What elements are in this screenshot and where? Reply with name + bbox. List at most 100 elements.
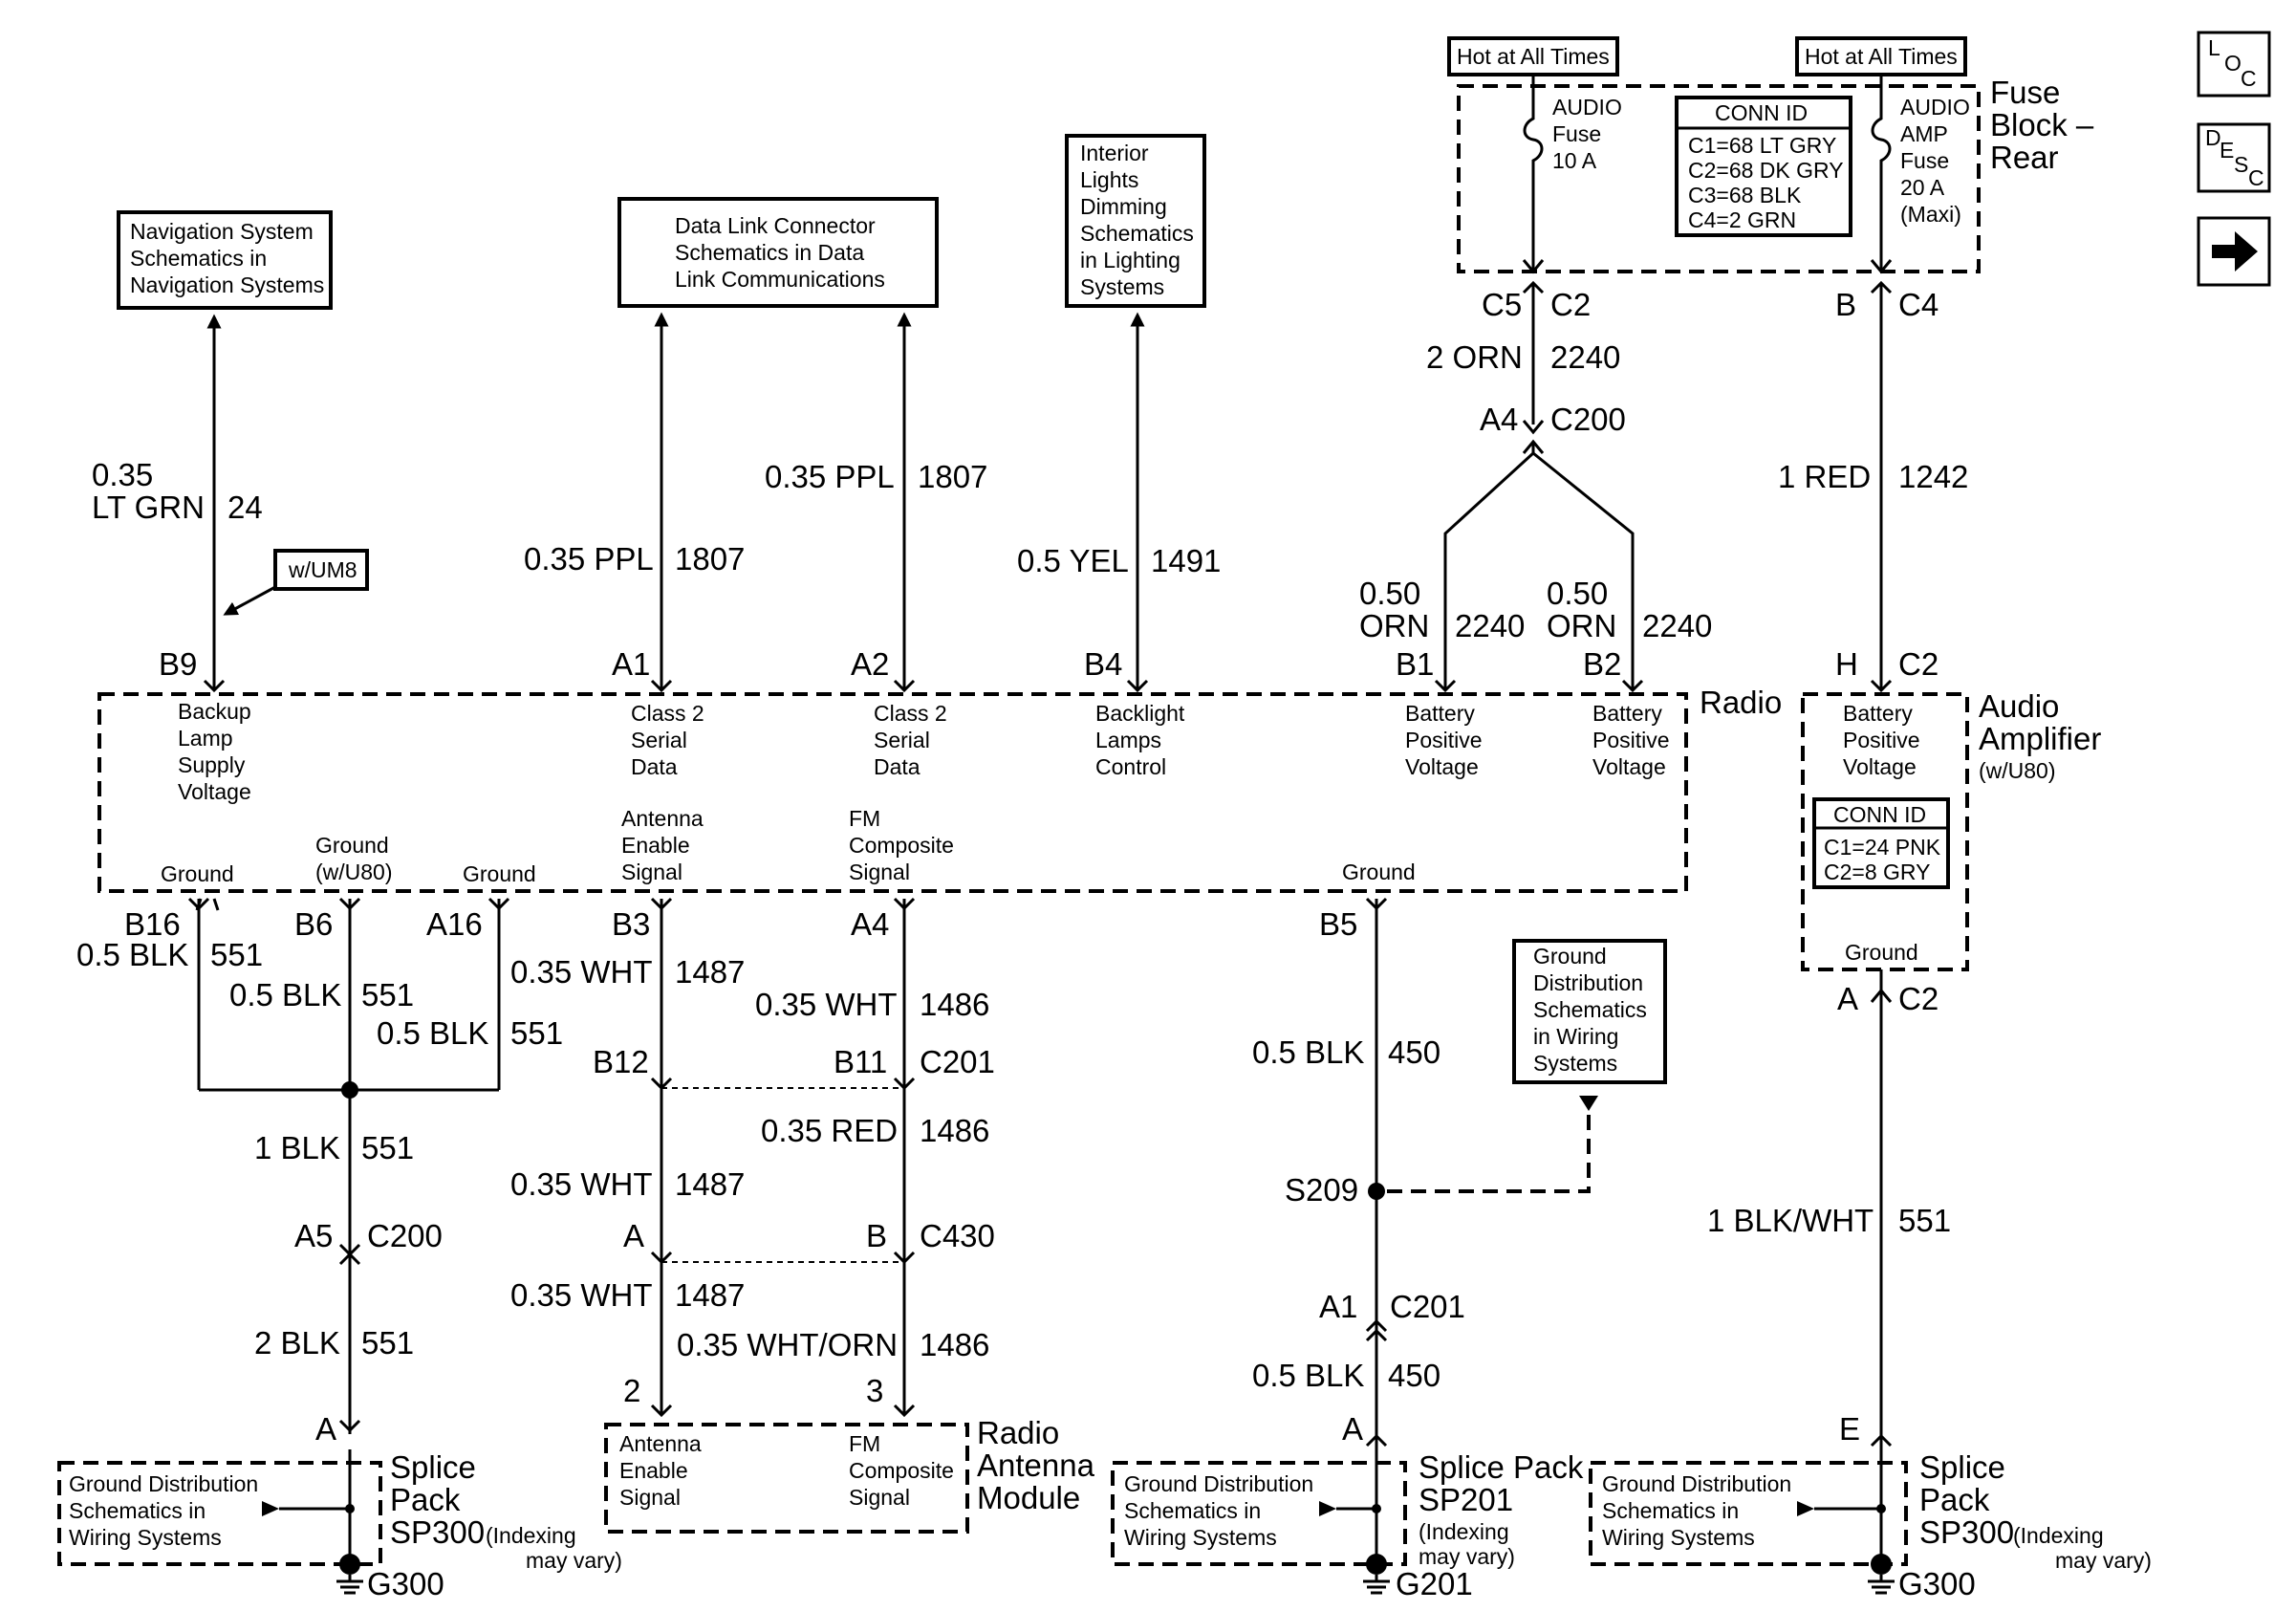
circuit-number: 1487 bbox=[675, 1166, 745, 1202]
pin-desc: Voltage bbox=[1405, 754, 1479, 779]
wire-color: ORN bbox=[1359, 608, 1429, 643]
circuit-number: 450 bbox=[1388, 1034, 1440, 1070]
circuit-number: 551 bbox=[361, 1130, 414, 1165]
circuit-number: 2240 bbox=[1455, 608, 1525, 643]
next-page-button[interactable] bbox=[2197, 216, 2271, 287]
pin-b5: B5 bbox=[1319, 906, 1357, 942]
pin-a1: A1 bbox=[1319, 1289, 1357, 1324]
lighting-ref-line: in Lighting bbox=[1080, 248, 1180, 272]
fuse-conn-row: C3=68 BLK bbox=[1688, 183, 1802, 207]
connector-c4: C4 bbox=[1898, 287, 1939, 322]
splice-note: may vary) bbox=[2055, 1548, 2152, 1573]
audio-fuse-label: AUDIO bbox=[1552, 95, 1622, 120]
pin-b: B bbox=[1835, 287, 1856, 322]
circuit-number: 551 bbox=[510, 1015, 563, 1051]
wire-gauge: 0.50 bbox=[1547, 576, 1608, 611]
ground-g300: G300 bbox=[367, 1566, 444, 1601]
wum8-label: w/UM8 bbox=[288, 557, 357, 582]
pin-desc: Backlight bbox=[1095, 701, 1185, 726]
navigation-ref-line: Navigation System bbox=[130, 219, 314, 244]
lighting-ref-line: Systems bbox=[1080, 274, 1164, 299]
pin-a: A bbox=[1837, 981, 1858, 1016]
pin-a4: A4 bbox=[851, 906, 889, 942]
wire-color: 0.35 PPL bbox=[524, 541, 654, 577]
s209-splice-junction bbox=[1368, 1183, 1385, 1200]
circuit-number: 551 bbox=[1898, 1203, 1951, 1238]
audio-fuse-label: 10 A bbox=[1552, 148, 1597, 173]
pin-desc: Positive bbox=[1843, 728, 1920, 752]
wire-color: 1 BLK bbox=[254, 1130, 340, 1165]
antenna-module-label: Radio bbox=[977, 1415, 1059, 1450]
pin-desc: Battery bbox=[1405, 701, 1475, 726]
ground-terminal bbox=[339, 1554, 360, 1575]
amp-conn-row: C1=24 PNK bbox=[1824, 835, 1941, 860]
pin-desc: Lamps bbox=[1095, 728, 1161, 752]
fuse-conn-id-title: CONN ID bbox=[1715, 100, 1808, 125]
desc-letter-e: E bbox=[2220, 138, 2234, 163]
wire-color: 0.35 WHT/ORN bbox=[677, 1327, 898, 1362]
lighting-reference-box[interactable]: Interior Lights Dimming Schematics in Li… bbox=[1065, 134, 1206, 308]
pin-desc: Control bbox=[1095, 754, 1166, 779]
circuit-number: 1807 bbox=[918, 459, 987, 494]
circuit-number: 24 bbox=[227, 490, 263, 525]
pin-b12: B12 bbox=[593, 1044, 649, 1079]
circuit-number: 1807 bbox=[675, 541, 745, 577]
pin-desc: Ground bbox=[161, 861, 234, 886]
wire-gauge: 0.35 bbox=[92, 457, 153, 492]
pin-desc: (w/U80) bbox=[315, 860, 393, 884]
wire-color: 0.35 WHT bbox=[510, 1277, 653, 1313]
splice-ref-line: Ground Distribution bbox=[69, 1471, 258, 1496]
splice-ref-line: Schematics in bbox=[1124, 1498, 1261, 1523]
pin-desc: Voltage bbox=[1843, 754, 1917, 779]
antenna-module-label: Antenna bbox=[977, 1448, 1095, 1483]
ground-g201: G201 bbox=[1396, 1566, 1473, 1601]
s209-ground-circuit: Ground Distribution Schematics in Wiring… bbox=[1252, 897, 1667, 1449]
pin-b6: B6 bbox=[294, 906, 333, 942]
pin-desc: Signal bbox=[619, 1485, 681, 1510]
splice-pack-label: Pack bbox=[390, 1482, 461, 1517]
circuit-number: 450 bbox=[1388, 1358, 1440, 1393]
splice-note: may vary) bbox=[526, 1548, 622, 1573]
ground-terminal bbox=[1871, 1554, 1892, 1575]
wire-color: 0.5 BLK bbox=[229, 977, 341, 1012]
ground-ref-line: in Wiring bbox=[1533, 1024, 1618, 1049]
pin-a2: A2 bbox=[851, 646, 889, 682]
ground-ref-line: Ground bbox=[1533, 944, 1607, 969]
pin-desc: Data bbox=[631, 754, 678, 779]
pin-2: 2 bbox=[623, 1373, 640, 1408]
splice-ref-line: Wiring Systems bbox=[69, 1525, 222, 1550]
connector-c201: C201 bbox=[920, 1044, 995, 1079]
pin-b4: B4 bbox=[1084, 646, 1122, 682]
pin-desc: Serial bbox=[631, 728, 687, 752]
circuit-number: 1242 bbox=[1898, 459, 1968, 494]
pin-desc: Positive bbox=[1405, 728, 1483, 752]
splice-pack-right: Ground Distribution Schematics in Wiring… bbox=[1589, 1449, 2152, 1601]
loc-letter-c: C bbox=[2241, 66, 2257, 91]
splice-pack-label: SP201 bbox=[1419, 1482, 1513, 1517]
navigation-ref-line: Schematics in bbox=[130, 246, 267, 271]
wire-color: 0.5 BLK bbox=[1252, 1034, 1364, 1070]
fuse-conn-row: C2=68 DK GRY bbox=[1688, 158, 1844, 183]
dlc-reference-box[interactable]: Data Link Connector Schematics in Data L… bbox=[617, 197, 939, 308]
splice-ref-line: Wiring Systems bbox=[1602, 1525, 1755, 1550]
loc-button[interactable]: L O C bbox=[2197, 31, 2271, 98]
pin-desc: FM bbox=[849, 1431, 880, 1456]
reference-wires: 0.35 LT GRN 24 B9 w/UM8 0.35 PPL 1807 A1… bbox=[92, 312, 1221, 693]
battery-feed-wires: C5 C2 2 ORN 2240 A4 C200 0.50 ORN 2240 B… bbox=[1359, 259, 1968, 693]
amp-ground-wire: A C2 1 BLK/WHT 551 E bbox=[1707, 969, 1951, 1449]
desc-letter-c: C bbox=[2248, 165, 2264, 190]
wire-color: 2 ORN bbox=[1426, 339, 1523, 375]
hot-at-all-times-left: Hot at All Times bbox=[1457, 44, 1610, 69]
navigation-reference-box[interactable]: Navigation System Schematics in Navigati… bbox=[117, 210, 333, 310]
pin-desc: Ground bbox=[1342, 860, 1416, 884]
splice-pack-middle: Ground Distribution Schematics in Wiring… bbox=[1111, 1449, 1584, 1601]
pin-desc: Antenna bbox=[619, 1431, 702, 1456]
ground-ref-line: Systems bbox=[1533, 1051, 1617, 1076]
pin-desc: Class 2 bbox=[631, 701, 704, 726]
desc-button[interactable]: D E S C bbox=[2197, 122, 2271, 193]
amp-label: (w/U80) bbox=[1979, 758, 2056, 783]
pin-a1: A1 bbox=[612, 646, 650, 682]
wire-color: 0.5 BLK bbox=[1252, 1358, 1364, 1393]
lighting-ref-line: Dimming bbox=[1080, 194, 1167, 219]
loc-letter-o: O bbox=[2224, 51, 2242, 76]
